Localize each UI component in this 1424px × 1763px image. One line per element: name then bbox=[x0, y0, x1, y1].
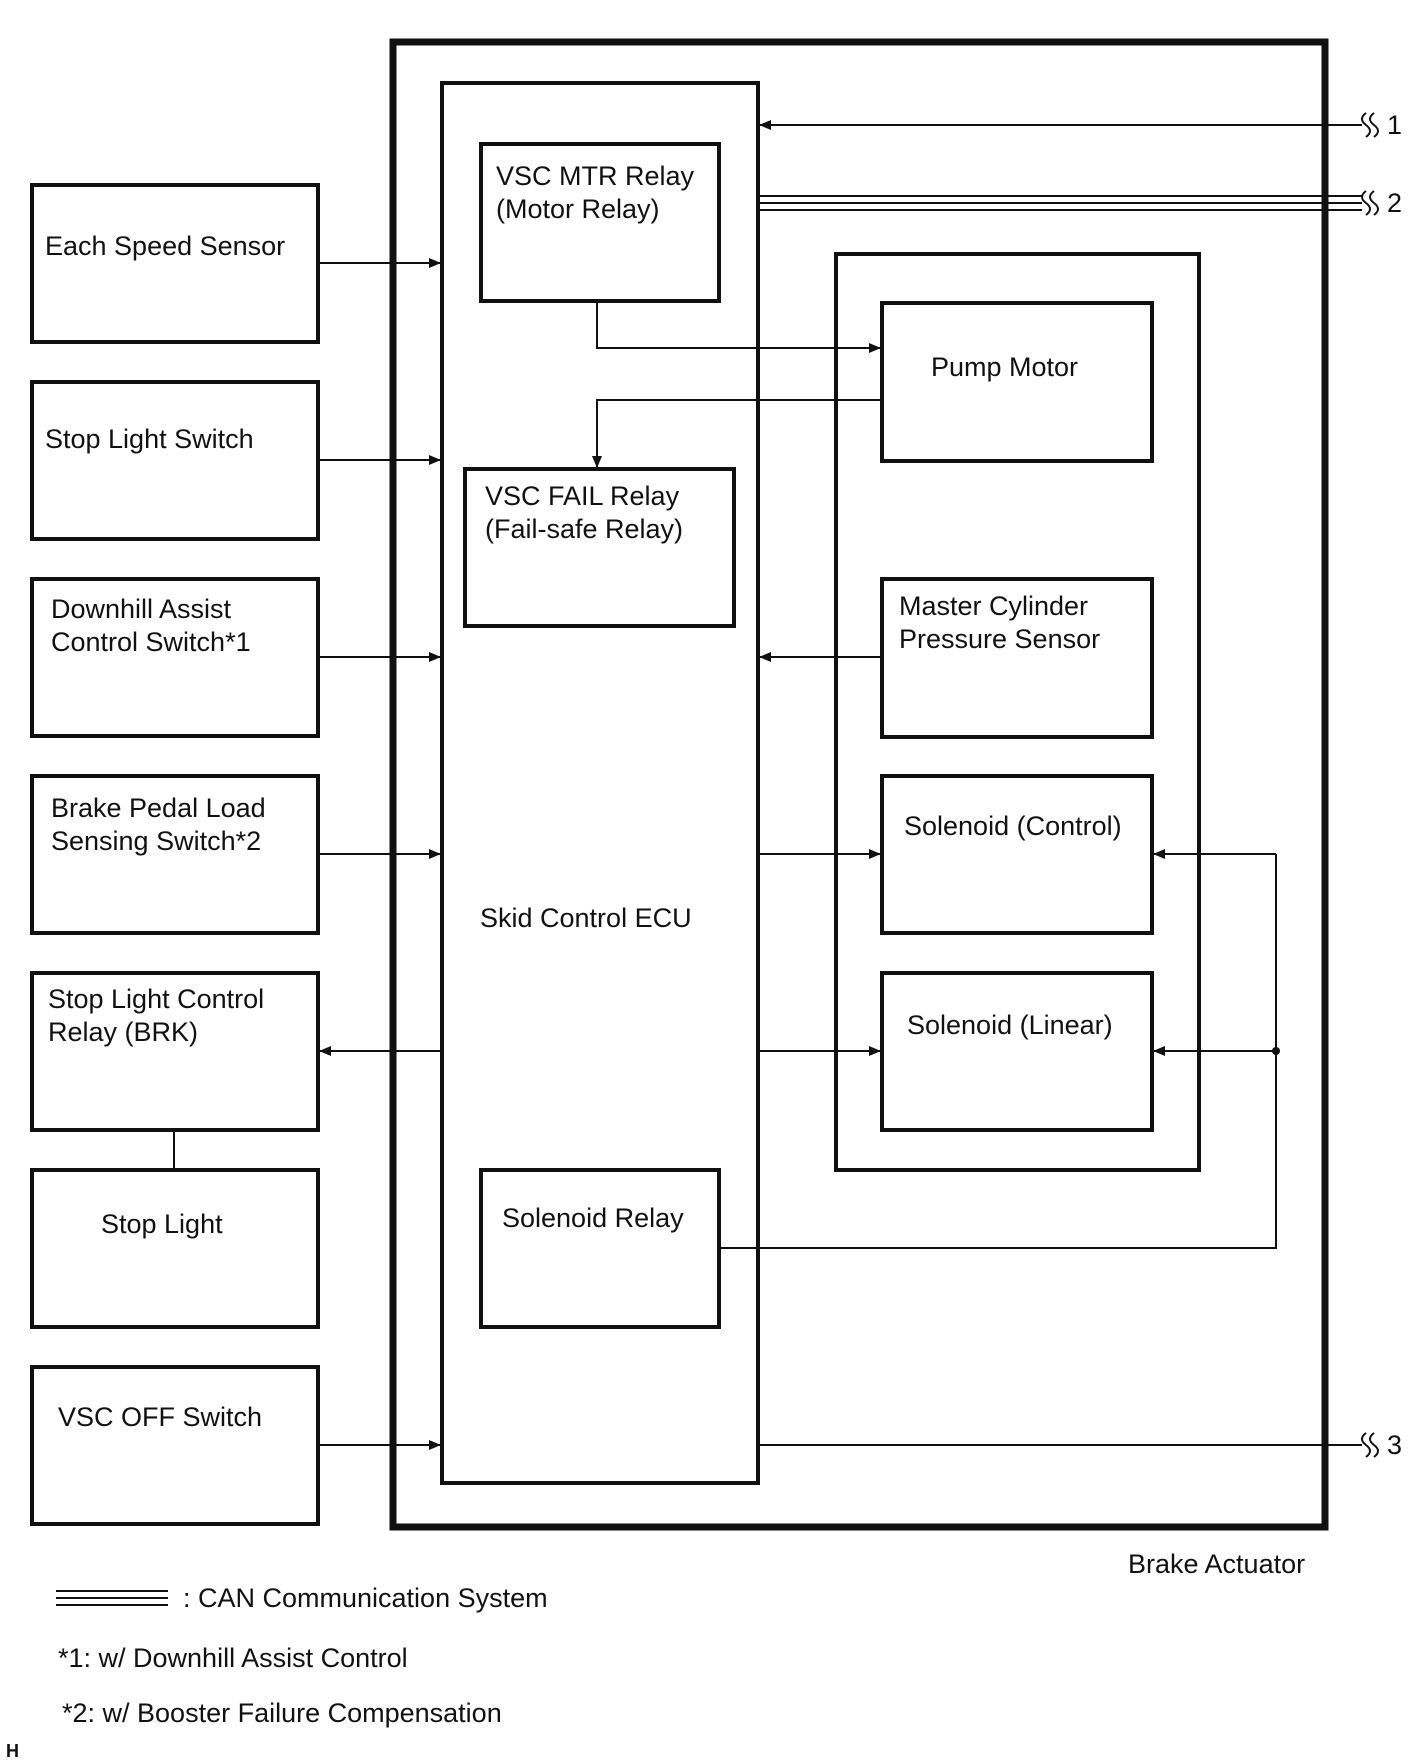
vsc-fail-relay-label-line2: (Fail-safe Relay) bbox=[485, 514, 683, 544]
brake-pedal-load-label-line1: Brake Pedal Load bbox=[51, 793, 266, 823]
brake-actuator-label: Brake Actuator bbox=[1128, 1549, 1305, 1579]
solenoid-relay-label: Solenoid Relay bbox=[502, 1203, 684, 1233]
footnote-1: *1: w/ Downhill Assist Control bbox=[58, 1643, 408, 1673]
solenoid-relay-box: Solenoid Relay bbox=[479, 1168, 721, 1329]
vsc-mtr-relay-label-line2: (Motor Relay) bbox=[496, 194, 660, 224]
solenoid-control-label: Solenoid (Control) bbox=[904, 811, 1122, 841]
vsc-fail-relay-box: VSC FAIL Relay (Fail-safe Relay) bbox=[463, 467, 736, 628]
solenoid-linear-box: Solenoid (Linear) bbox=[880, 971, 1154, 1132]
can-bus-lines bbox=[758, 195, 1362, 211]
stop-light-switch-box: Stop Light Switch bbox=[30, 380, 320, 541]
motor-relay-to-pump-arrow bbox=[596, 301, 881, 353]
terminal-2-label: 2 bbox=[1387, 188, 1402, 218]
vsc-off-switch-box: VSC OFF Switch bbox=[30, 1365, 320, 1526]
downhill-assist-label-line1: Downhill Assist bbox=[51, 594, 232, 624]
solenoid-linear-label: Solenoid (Linear) bbox=[907, 1010, 1113, 1040]
vsc-fail-relay-label-line1: VSC FAIL Relay bbox=[485, 481, 680, 511]
break-mark-1 bbox=[1361, 112, 1379, 138]
downhill-assist-label-line2: Control Switch*1 bbox=[51, 627, 251, 657]
can-legend-label: : CAN Communication System bbox=[183, 1583, 548, 1613]
stop-light-switch-label: Stop Light Switch bbox=[45, 424, 254, 454]
master-cylinder-label-line1: Master Cylinder bbox=[899, 591, 1088, 621]
solenoid-control-box: Solenoid (Control) bbox=[880, 774, 1154, 935]
can-legend-symbol bbox=[56, 1590, 168, 1606]
brake-pedal-load-sensing-switch-box: Brake Pedal Load Sensing Switch*2 bbox=[30, 774, 320, 935]
pump-motor-label: Pump Motor bbox=[931, 352, 1078, 382]
skid-control-ecu-label: Skid Control ECU bbox=[480, 903, 692, 933]
solenoid-relay-feed-line bbox=[719, 854, 1277, 1249]
each-speed-sensor-label: Each Speed Sensor bbox=[45, 231, 285, 261]
terminal-3-label: 3 bbox=[1387, 1430, 1402, 1460]
brake-pedal-load-label-line2: Sensing Switch*2 bbox=[51, 826, 261, 856]
junction-dot bbox=[1272, 1047, 1280, 1055]
stop-light-control-relay-label-line1: Stop Light Control bbox=[48, 984, 264, 1014]
terminal-1-label: 1 bbox=[1387, 110, 1402, 140]
master-cylinder-label-line2: Pressure Sensor bbox=[899, 624, 1100, 654]
corner-mark: H bbox=[6, 1741, 19, 1761]
stop-light-label: Stop Light bbox=[101, 1209, 223, 1239]
each-speed-sensor-box: Each Speed Sensor bbox=[30, 183, 320, 344]
brake-actuator-frame bbox=[389, 38, 1329, 1531]
pump-motor-box: Pump Motor bbox=[880, 301, 1154, 463]
vsc-mtr-relay-label-line1: VSC MTR Relay bbox=[496, 161, 695, 191]
downhill-assist-control-switch-box: Downhill Assist Control Switch*1 bbox=[30, 577, 320, 738]
stop-light-box: Stop Light bbox=[30, 1168, 320, 1329]
master-cylinder-pressure-sensor-box: Master Cylinder Pressure Sensor bbox=[880, 577, 1154, 739]
pump-to-fail-relay-arrow bbox=[592, 399, 882, 468]
vsc-mtr-relay-box: VSC MTR Relay (Motor Relay) bbox=[479, 142, 721, 303]
stop-light-control-relay-label-line2: Relay (BRK) bbox=[48, 1017, 198, 1047]
footnote-2: *2: w/ Booster Failure Compensation bbox=[62, 1698, 502, 1728]
stop-light-control-relay-box: Stop Light Control Relay (BRK) bbox=[30, 971, 320, 1132]
break-mark-2 bbox=[1361, 190, 1379, 216]
vsc-off-switch-label: VSC OFF Switch bbox=[58, 1402, 262, 1432]
break-mark-3 bbox=[1361, 1432, 1379, 1458]
